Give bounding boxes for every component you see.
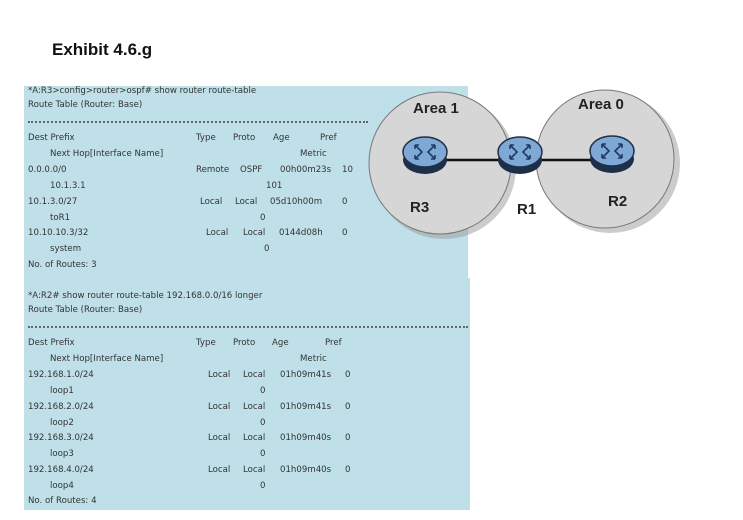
route-next-hop: loop1 xyxy=(50,386,74,396)
route-age: 01h09m40s xyxy=(280,464,332,475)
route-prefix: 192.168.1.0/24 xyxy=(28,370,94,380)
exhibit-title: Exhibit 4.6.g xyxy=(52,40,153,59)
route-pref: 0 xyxy=(345,401,351,412)
header-age: Age xyxy=(273,133,290,143)
route-metric: 0 xyxy=(260,480,266,491)
route-proto: Local xyxy=(235,196,258,207)
router-r3-icon xyxy=(402,136,448,175)
route-pref: 0 xyxy=(345,464,351,475)
route-prefix: 10.10.10.3/32 xyxy=(28,228,89,238)
route-metric: 0 xyxy=(260,449,266,459)
header-type: Type xyxy=(196,133,216,143)
command-line: *A:R2# show router route-table 192.168.0… xyxy=(28,291,263,301)
route-prefix: 192.168.3.0/24 xyxy=(28,433,94,443)
separator-line xyxy=(28,121,368,126)
router-r1-label: R1 xyxy=(517,201,536,218)
route-next-hop: toR1 xyxy=(50,212,71,223)
header-next-hop: Next Hop[Interface Name] xyxy=(50,149,164,159)
route-metric: 101 xyxy=(266,181,283,191)
separator-line xyxy=(28,326,468,331)
route-type: Local xyxy=(208,464,231,475)
route-next-hop: loop3 xyxy=(50,449,74,459)
route-count: No. of Routes: 3 xyxy=(28,259,97,270)
route-count: No. of Routes: 4 xyxy=(28,496,97,506)
route-metric: 0 xyxy=(260,212,266,223)
header-pref: Pref xyxy=(325,338,342,348)
route-prefix: 10.1.3.0/27 xyxy=(28,196,78,207)
route-proto: Local xyxy=(243,401,266,412)
table-title: Route Table (Router: Base) xyxy=(28,305,143,315)
router-r1-icon xyxy=(497,136,543,175)
route-proto: Local xyxy=(243,228,266,238)
route-pref: 0 xyxy=(345,370,351,380)
header-dest-prefix: Dest Prefix xyxy=(28,338,75,348)
route-pref: 0 xyxy=(345,433,351,443)
header-type: Type xyxy=(196,338,216,348)
router-r2-icon xyxy=(589,135,635,174)
route-proto: OSPF xyxy=(240,165,263,175)
route-metric: 0 xyxy=(260,386,266,396)
route-next-hop: 10.1.3.1 xyxy=(50,181,86,191)
route-age: 01h09m41s xyxy=(280,401,332,412)
route-age: 00h00m23s xyxy=(280,165,332,175)
header-metric: Metric xyxy=(300,354,327,364)
route-age: 01h09m41s xyxy=(280,370,332,380)
route-age: 05d10h00m xyxy=(270,196,323,207)
route-next-hop: loop4 xyxy=(50,480,74,491)
route-proto: Local xyxy=(243,433,266,443)
header-age: Age xyxy=(272,338,289,348)
route-type: Remote xyxy=(196,165,230,175)
route-metric: 0 xyxy=(264,244,270,254)
route-type: Local xyxy=(200,196,223,207)
route-pref: 0 xyxy=(342,228,348,238)
route-type: Local xyxy=(208,401,231,412)
route-next-hop: system xyxy=(50,244,82,254)
route-proto: Local xyxy=(243,464,266,475)
route-proto: Local xyxy=(243,370,266,380)
route-next-hop: loop2 xyxy=(50,417,74,428)
route-type: Local xyxy=(206,228,229,238)
area-0-label: Area 0 xyxy=(578,96,624,113)
table-title: Route Table (Router: Base) xyxy=(28,100,143,110)
header-pref: Pref xyxy=(320,133,337,143)
header-next-hop: Next Hop[Interface Name] xyxy=(50,354,164,364)
router-r3-label: R3 xyxy=(410,199,429,216)
bottom-terminal-panel xyxy=(24,278,470,510)
route-pref: 0 xyxy=(342,196,348,207)
route-age: 0144d08h xyxy=(279,228,323,238)
header-proto: Proto xyxy=(233,133,256,143)
header-metric: Metric xyxy=(300,149,327,159)
router-r2-label: R2 xyxy=(608,193,627,210)
command-line: *A:R3>config>router>ospf# show router ro… xyxy=(28,86,257,96)
route-prefix: 0.0.0.0/0 xyxy=(28,165,67,175)
route-type: Local xyxy=(208,370,231,380)
route-age: 01h09m40s xyxy=(280,433,332,443)
route-pref: 10 xyxy=(342,165,353,175)
route-prefix: 192.168.4.0/24 xyxy=(28,464,94,475)
route-metric: 0 xyxy=(260,417,266,428)
route-type: Local xyxy=(208,433,231,443)
header-dest-prefix: Dest Prefix xyxy=(28,133,75,143)
header-proto: Proto xyxy=(233,338,256,348)
area-1-label: Area 1 xyxy=(413,100,459,117)
route-prefix: 192.168.2.0/24 xyxy=(28,401,94,412)
